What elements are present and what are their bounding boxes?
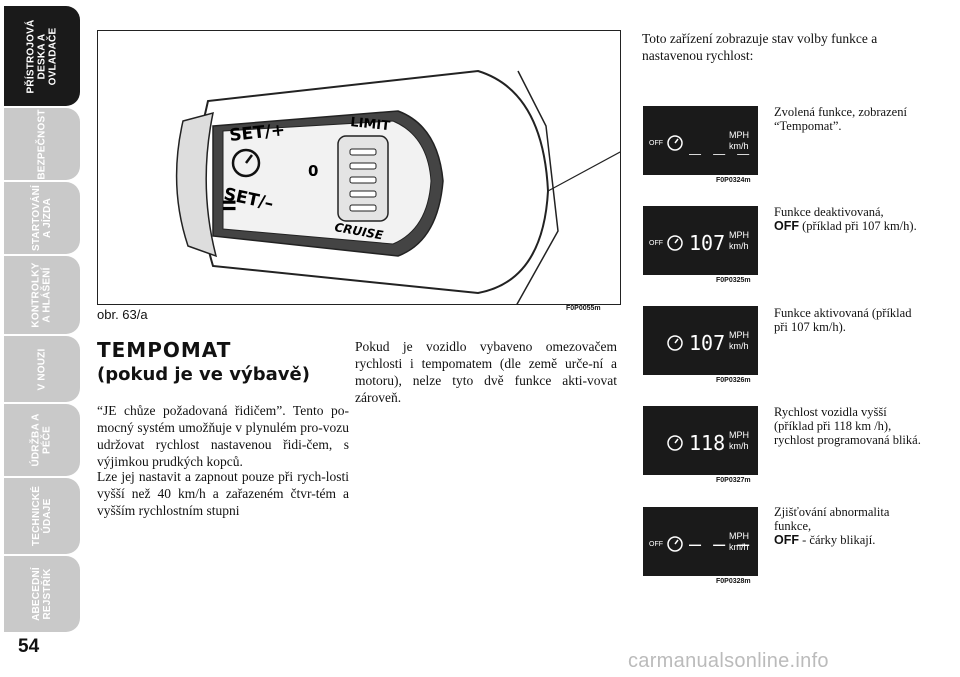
display-mph: MPH <box>729 430 749 440</box>
description-bold: OFF <box>774 533 799 547</box>
display-digits: 118 <box>689 431 725 455</box>
display-description: Zvolená funkce, zobrazení “Tempomat”. <box>774 105 924 133</box>
tab-label: V NOUZI <box>36 348 48 390</box>
tab-label: KONTROLKY A HLÁŠENÍ <box>30 262 53 328</box>
cruise-lever-illustration: SET/+ II SET/– 0 LIMIT CRUISE <box>175 69 620 304</box>
cruise-gauge-icon <box>667 536 683 552</box>
pause-label: II <box>218 199 238 212</box>
display-description: Funkce aktivovaná (příklad při 107 km/h)… <box>774 306 924 334</box>
display-digits: 107 <box>689 231 725 255</box>
tab-label: STARTOVÁNÍ A JÍZDA <box>30 184 53 252</box>
display-description: Zjišťování abnormalita funkce,OFF - čárk… <box>774 505 924 547</box>
tab-abecedni-rejstrik[interactable]: ABECEDNÍ REJSTŘÍK <box>4 556 80 632</box>
tab-startovani[interactable]: STARTOVÁNÍ A JÍZDA <box>4 182 80 254</box>
tab-technicke-udaje[interactable]: TECHNICKÉ ÚDAJE <box>4 478 80 554</box>
display-mph: MPH <box>729 130 749 140</box>
tab-label: BEZPEČNOST <box>36 108 48 180</box>
display-digits: 107 <box>689 331 725 355</box>
description-text: Funkce aktivovaná (příklad při 107 km/h)… <box>774 306 912 334</box>
description-text: Funkce deaktivovaná, <box>774 205 884 219</box>
display-description: Funkce deaktivovaná,OFF (příklad při 107… <box>774 205 924 233</box>
figure-caption: obr. 63/a <box>97 307 148 322</box>
page-number: 54 <box>18 636 40 657</box>
display-kmh: km/h <box>729 542 749 552</box>
cruise-gauge-icon <box>667 335 683 351</box>
description-text: - čárky blikají. <box>802 533 876 547</box>
cruise-gauge-icon <box>231 148 261 178</box>
cruise-lever-figure: SET/+ II SET/– 0 LIMIT CRUISE <box>97 30 621 305</box>
description-text: Zvolená funkce, zobrazení “Tempomat”. <box>774 105 907 133</box>
display-kmh: km/h <box>729 441 749 451</box>
tab-pristrojova-deska[interactable]: PŘÍSTROJOVÁ DESKA A OVLADAČE <box>4 6 80 106</box>
paragraph-activation: Lze jej nastavit a zapnout pouze při ryc… <box>97 469 349 518</box>
display-digits: – – – <box>689 532 750 556</box>
description-text: (příklad při 107 km/h). <box>802 219 917 233</box>
display-kmh: km/h <box>729 341 749 351</box>
tab-label: ÚDRŽBA A PÉČE <box>30 413 53 467</box>
limit-label: LIMIT <box>350 115 391 134</box>
display-code: F0P0324m <box>716 177 751 184</box>
display-off: OFF <box>649 240 663 247</box>
display-intro: Toto zařízení zobrazuje stav volby funkc… <box>642 31 878 63</box>
display-off: OFF <box>649 140 663 147</box>
display-off: OFF <box>649 541 663 548</box>
display-kmh: km/h <box>729 141 749 151</box>
watermark: carmanualsonline.info <box>628 650 829 672</box>
display-code: F0P0325m <box>716 277 751 284</box>
figure-code: F0P0055m <box>566 305 601 312</box>
tab-label: PŘÍSTROJOVÁ DESKA A OVLADAČE <box>25 19 59 93</box>
tab-label: TECHNICKÉ ÚDAJE <box>30 485 53 547</box>
paragraph-limiter-note: Pokud je vozidlo vybaveno omezovačem ryc… <box>355 339 617 405</box>
cruise-gauge-icon <box>667 135 683 151</box>
display-mph: MPH <box>729 330 749 340</box>
zero-label: 0 <box>308 162 318 180</box>
display-mph: MPH <box>729 230 749 240</box>
description-bold: OFF <box>774 219 799 233</box>
tab-label: ABECEDNÍ REJSTŘÍK <box>30 567 53 621</box>
tab-bezpecnost[interactable]: BEZPEČNOST <box>4 108 80 180</box>
tab-kontrolky[interactable]: KONTROLKY A HLÁŠENÍ <box>4 256 80 334</box>
cruise-gauge-icon <box>667 435 683 451</box>
cruise-gauge-icon <box>667 235 683 251</box>
display-kmh: km/h <box>729 241 749 251</box>
tab-v-nouzi[interactable]: V NOUZI <box>4 336 80 402</box>
section-subtitle: (pokud je ve výbavě) <box>97 364 310 385</box>
paragraph-description: “JE chůze požadovaná řidičem”. Tento po-… <box>97 403 349 469</box>
display-code: F0P0328m <box>716 578 751 585</box>
display-code: F0P0326m <box>716 377 751 384</box>
display-digits: _ _ _ <box>689 131 750 155</box>
section-title: TEMPOMAT <box>97 338 232 362</box>
chapter-tabs: PŘÍSTROJOVÁ DESKA A OVLADAČE BEZPEČNOST … <box>0 0 80 640</box>
description-text: Zjišťování abnormalita funkce, <box>774 505 890 533</box>
display-description: Rychlost vozidla vyšší (příklad při 118 … <box>774 405 924 447</box>
display-code: F0P0327m <box>716 477 751 484</box>
display-mph: MPH <box>729 531 749 541</box>
tab-udrzba[interactable]: ÚDRŽBA A PÉČE <box>4 404 80 476</box>
description-text: Rychlost vozidla vyšší (příklad při 118 … <box>774 405 921 447</box>
